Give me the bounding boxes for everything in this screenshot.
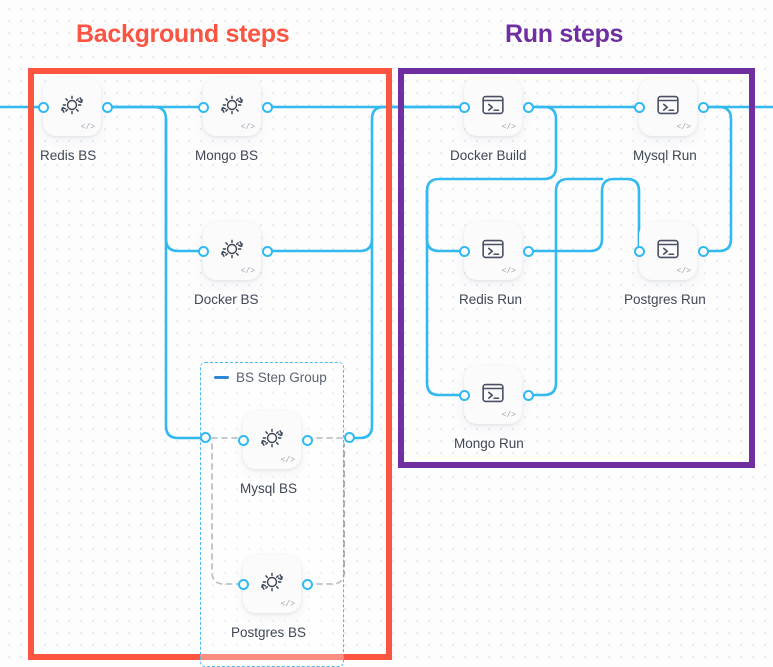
port-redis-bs-out[interactable] <box>102 102 113 113</box>
port-postgres-bs-out[interactable] <box>302 579 313 590</box>
node-mongo-bs[interactable]: </> <box>203 78 261 136</box>
code-badge: </> <box>240 123 255 132</box>
node-label-docker-bs: Docker BS <box>194 292 259 307</box>
code-badge: </> <box>280 600 295 609</box>
section-frame-background-steps <box>28 68 392 660</box>
node-label-docker-build: Docker Build <box>450 148 527 163</box>
port-docker-bs-in[interactable] <box>198 246 209 257</box>
node-docker-build[interactable]: </> <box>464 78 522 136</box>
port-mysql-bs-in[interactable] <box>238 435 249 446</box>
port-mongo-run-in[interactable] <box>459 390 470 401</box>
code-badge: </> <box>501 267 516 276</box>
port-bs-step-group-in[interactable] <box>200 432 211 443</box>
background-step-icon <box>261 428 283 447</box>
collapse-icon[interactable] <box>214 376 229 379</box>
port-redis-run-out[interactable] <box>523 246 534 257</box>
node-label-mysql-run: Mysql Run <box>633 148 697 163</box>
port-bs-step-group-out[interactable] <box>344 432 355 443</box>
port-mongo-run-out[interactable] <box>523 390 534 401</box>
node-mongo-run[interactable]: </> <box>464 366 522 424</box>
terminal-icon <box>657 95 679 114</box>
port-redis-bs-in[interactable] <box>38 102 49 113</box>
section-title-background-steps: Background steps <box>76 20 290 48</box>
node-label-redis-run: Redis Run <box>459 292 523 307</box>
background-step-icon <box>221 239 243 258</box>
node-docker-bs[interactable]: </> <box>203 222 261 280</box>
step-group-bs-header[interactable]: BS Step Group <box>214 370 327 385</box>
terminal-icon <box>482 383 504 402</box>
node-label-mongo-bs: Mongo BS <box>195 148 259 163</box>
port-postgres-bs-in[interactable] <box>238 579 249 590</box>
code-badge: </> <box>240 267 255 276</box>
terminal-icon <box>657 239 679 258</box>
node-label-postgres-run: Postgres Run <box>624 292 706 307</box>
background-step-icon <box>261 572 283 591</box>
node-label-mongo-run: Mongo Run <box>454 436 524 451</box>
code-badge: </> <box>80 123 95 132</box>
port-redis-run-in[interactable] <box>459 246 470 257</box>
node-redis-run[interactable]: </> <box>464 222 522 280</box>
node-label-redis-bs: Redis BS <box>40 148 97 163</box>
port-docker-build-in[interactable] <box>459 102 470 113</box>
port-postgres-run-out[interactable] <box>698 246 709 257</box>
step-group-bs[interactable] <box>200 362 344 667</box>
node-postgres-run[interactable]: </> <box>639 222 697 280</box>
node-label-postgres-bs: Postgres BS <box>231 625 307 640</box>
port-mongo-bs-out[interactable] <box>262 102 273 113</box>
port-docker-build-out[interactable] <box>523 102 534 113</box>
step-group-bs-label: BS Step Group <box>236 370 327 385</box>
code-badge: </> <box>280 456 295 465</box>
background-step-icon <box>221 95 243 114</box>
node-redis-bs[interactable]: </> <box>43 78 101 136</box>
port-mysql-bs-out[interactable] <box>302 435 313 446</box>
terminal-icon <box>482 239 504 258</box>
node-mysql-run[interactable]: </> <box>639 78 697 136</box>
terminal-icon <box>482 95 504 114</box>
port-mongo-bs-in[interactable] <box>198 102 209 113</box>
section-title-run-steps: Run steps <box>505 20 624 48</box>
code-badge: </> <box>501 411 516 420</box>
port-docker-bs-out[interactable] <box>262 246 273 257</box>
code-badge: </> <box>676 123 691 132</box>
node-label-mysql-bs: Mysql BS <box>240 481 298 496</box>
code-badge: </> <box>501 123 516 132</box>
node-postgres-bs[interactable]: </> <box>243 555 301 613</box>
port-postgres-run-in[interactable] <box>634 246 645 257</box>
code-badge: </> <box>676 267 691 276</box>
background-step-icon <box>61 95 83 114</box>
node-mysql-bs[interactable]: </> <box>243 411 301 469</box>
port-mysql-run-in[interactable] <box>634 102 645 113</box>
section-frame-run-steps <box>398 68 755 468</box>
port-mysql-run-out[interactable] <box>698 102 709 113</box>
